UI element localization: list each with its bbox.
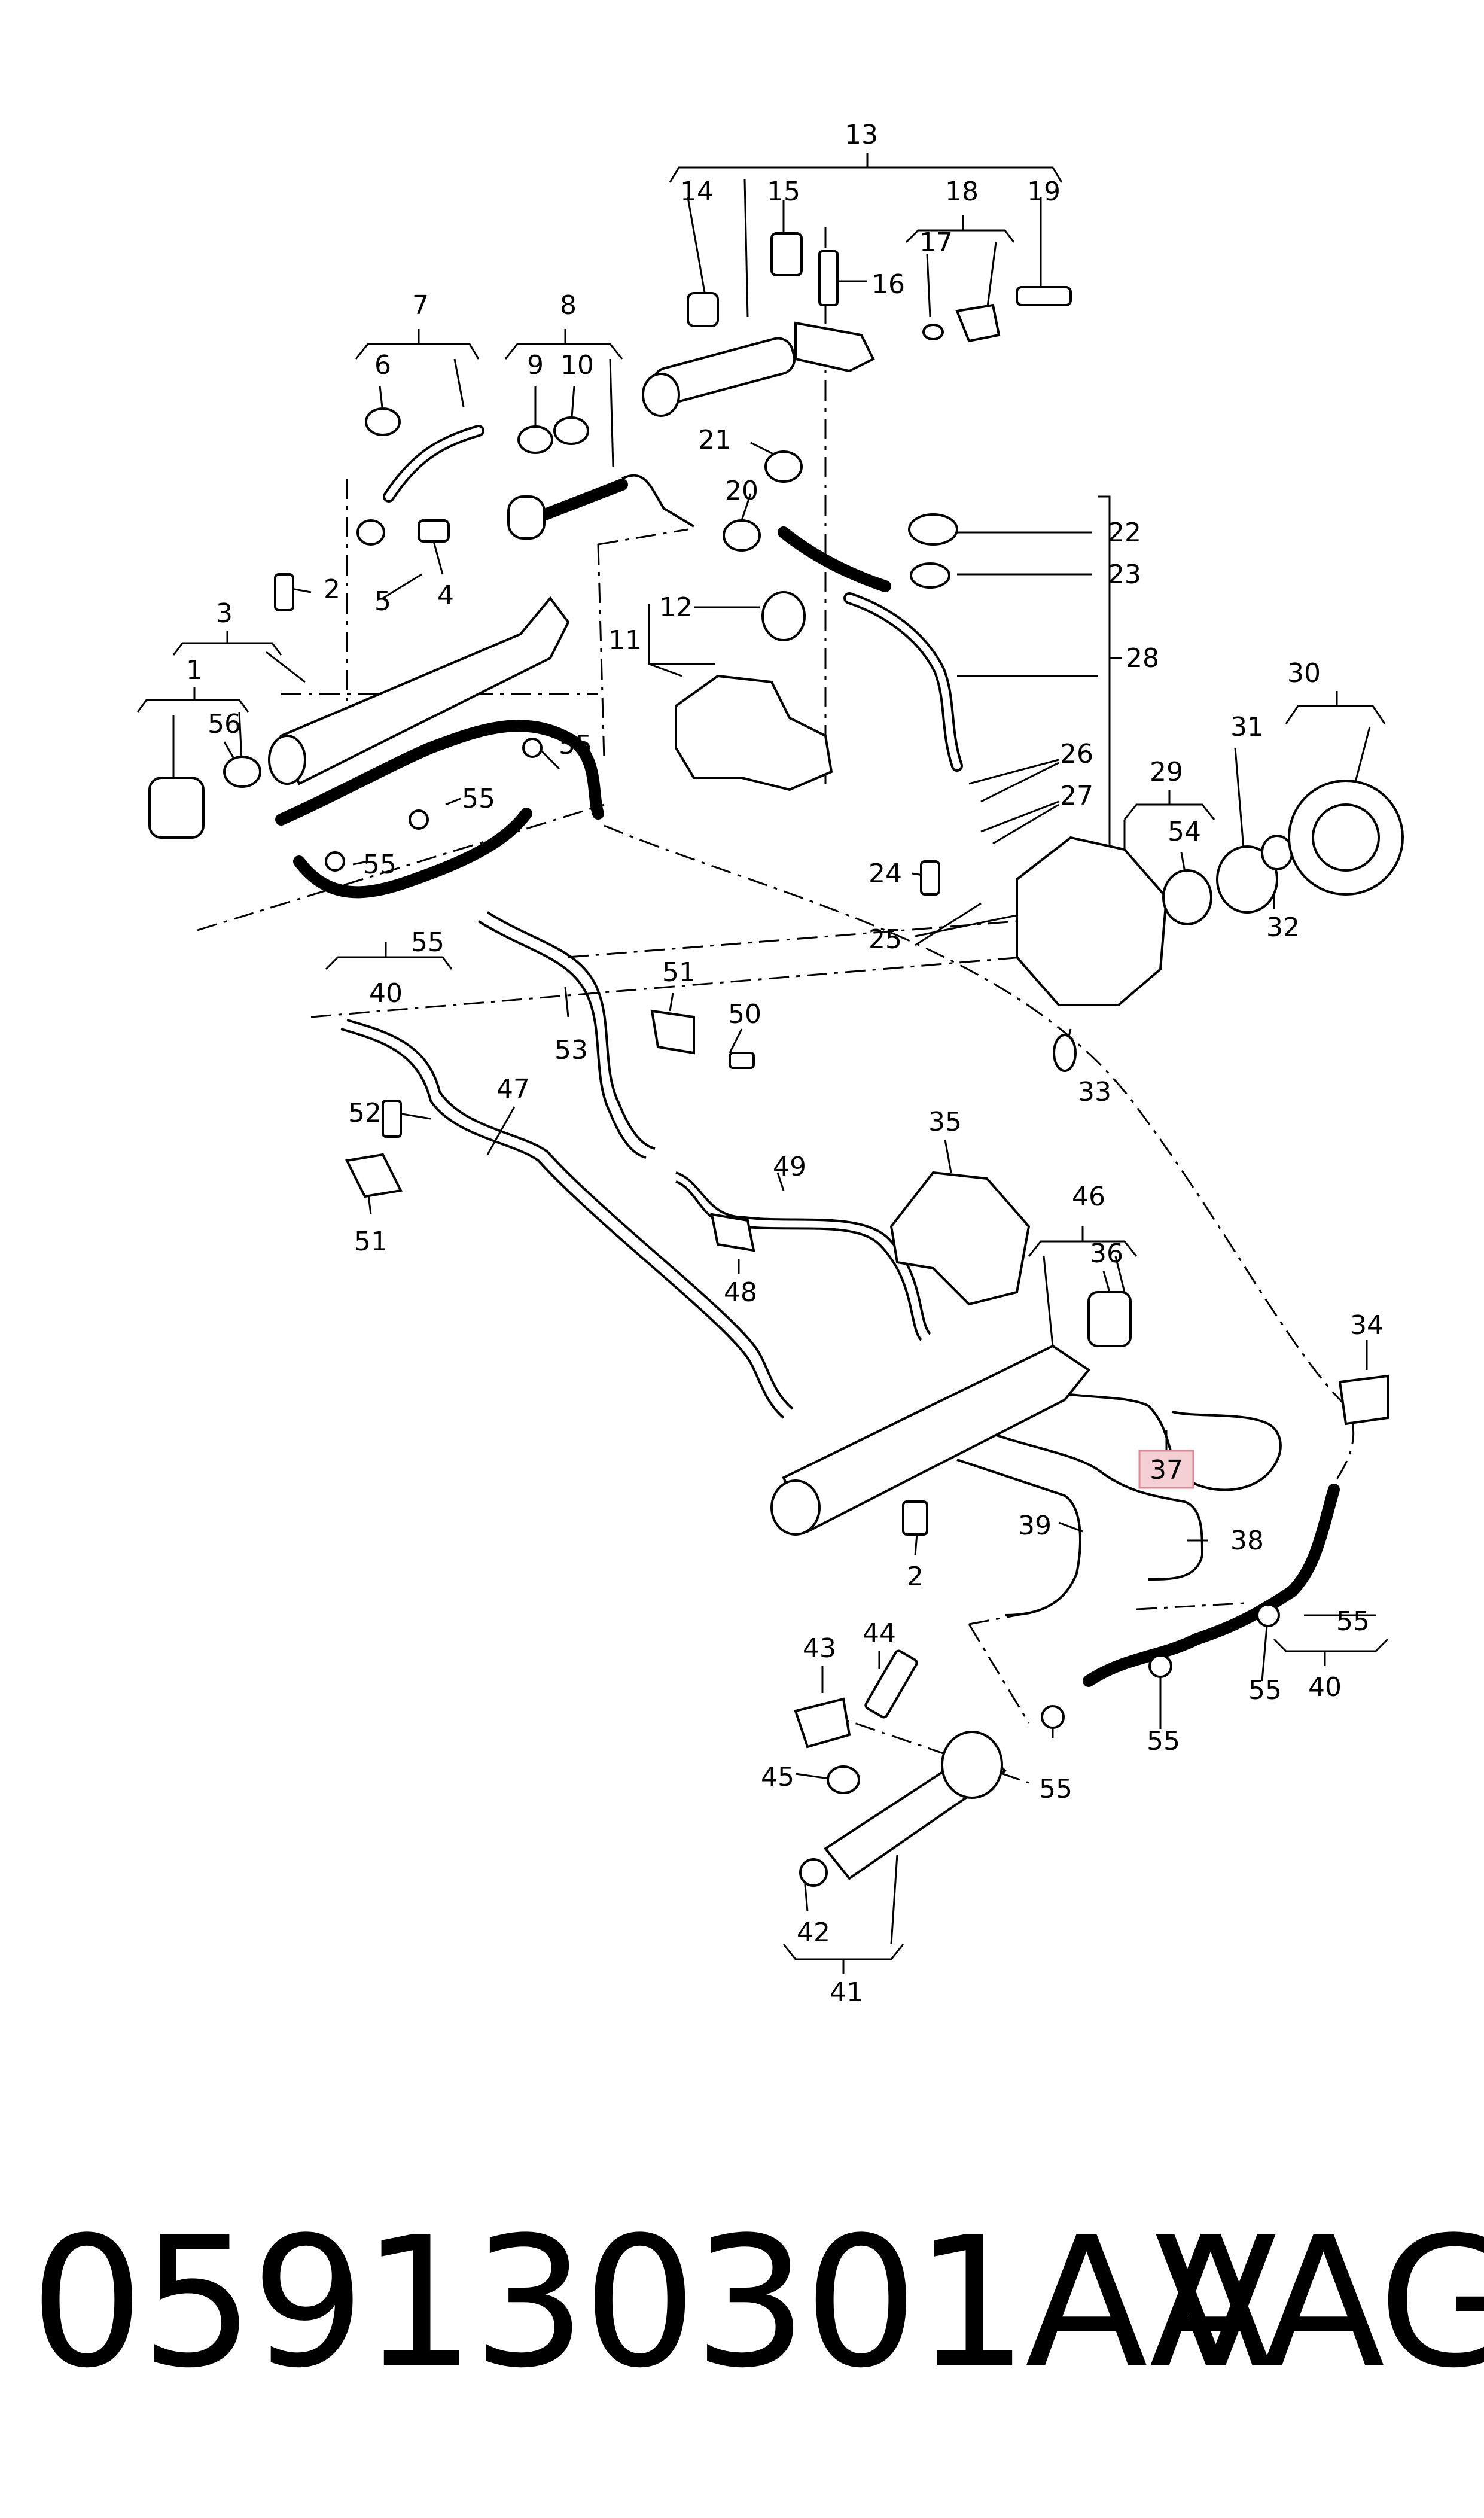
callout-8: 8 [560,290,577,321]
callout-33: 33 [1078,1077,1111,1107]
callout-44: 44 [863,1618,896,1649]
callout-56: 56 [208,709,241,739]
callout-3: 3 [216,598,233,629]
callout-25: 25 [869,924,902,955]
callout-4: 4 [437,580,454,611]
callout-43: 43 [803,1633,836,1664]
callout-47: 47 [496,1074,530,1104]
callout-16: 16 [871,269,905,300]
callout-5: 5 [374,586,391,617]
callout-40b: 40 [1308,1672,1342,1703]
callout-7: 7 [412,290,429,321]
callout-52: 52 [348,1098,382,1128]
callout-53: 53 [554,1035,588,1065]
callout-55e: 55 [1336,1606,1370,1637]
callout-labels: 13 14 15 18 19 17 16 7 8 6 9 10 21 20 22… [186,120,1384,2008]
callout-54: 54 [1168,817,1201,847]
callout-1: 1 [186,655,203,686]
callout-12: 12 [659,592,693,623]
part-number: 059130301AA [30,2199,1272,2407]
callout-30: 30 [1287,658,1321,689]
callout-39: 39 [1018,1511,1052,1541]
callout-49: 49 [773,1152,806,1182]
callout-24: 24 [869,858,902,889]
callout-2b: 2 [907,1561,924,1592]
callout-46: 46 [1072,1182,1105,1212]
callout-51a: 51 [662,957,696,988]
callout-55d: 55 [411,927,444,958]
leader-lines [172,179,1376,1945]
callout-29: 29 [1150,757,1183,787]
callout-55f: 55 [1248,1675,1282,1706]
callout-15: 15 [767,176,800,207]
callout-55b: 55 [462,784,495,814]
callout-28: 28 [1126,643,1159,674]
brand-name: VAG [1154,2199,1484,2407]
callout-40a: 40 [369,978,403,1009]
callout-36: 36 [1090,1238,1123,1269]
callout-45: 45 [761,1762,794,1792]
callout-22: 22 [1108,517,1141,548]
callout-50: 50 [728,999,761,1030]
callout-2: 2 [324,574,340,605]
callout-37-highlight [1138,1450,1194,1489]
callout-9: 9 [527,350,544,380]
callout-27: 27 [1060,781,1093,811]
callout-41: 41 [830,1977,863,2008]
callout-19: 19 [1027,176,1061,207]
callout-14: 14 [680,176,714,207]
callout-20: 20 [725,476,758,506]
callout-26: 26 [1060,739,1093,769]
callout-55a: 55 [559,730,592,760]
callout-48: 48 [724,1277,757,1308]
callout-32: 32 [1266,912,1300,943]
callout-18: 18 [945,176,979,207]
callout-11: 11 [608,625,642,656]
callout-31: 31 [1230,712,1264,742]
callout-37: 37 [1150,1455,1183,1485]
callout-51b: 51 [354,1226,388,1257]
callout-55g: 55 [1147,1726,1180,1756]
callout-55h: 55 [1039,1774,1072,1804]
callout-35: 35 [928,1107,962,1137]
group-brackets [136,153,1389,1974]
callout-21: 21 [698,425,732,455]
callout-23: 23 [1108,559,1141,590]
callout-34: 34 [1350,1310,1384,1341]
callout-42: 42 [797,1917,830,1948]
parts [148,232,1404,1887]
callout-10: 10 [560,350,594,380]
callout-13: 13 [845,120,878,150]
callout-55c: 55 [363,850,397,880]
callout-6: 6 [374,350,391,380]
callout-38: 38 [1230,1526,1264,1556]
callout-17: 17 [919,227,953,258]
